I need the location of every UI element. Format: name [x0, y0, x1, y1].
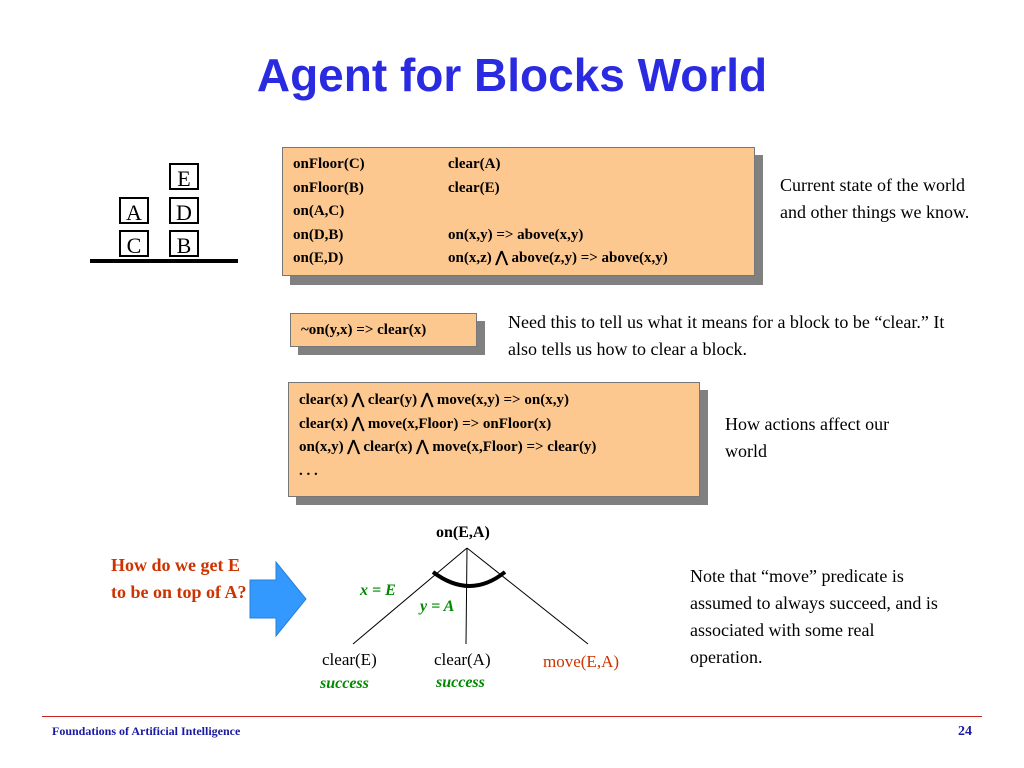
success-label-1: success — [320, 675, 369, 692]
facts-row: on(D,B) on(x,y) => above(x,y) — [283, 224, 754, 248]
page-number: 24 — [958, 724, 972, 739]
facts-left: on(E,D) — [293, 250, 344, 266]
facts-left: onFloor(B) — [293, 179, 364, 196]
block-b: B — [169, 230, 199, 258]
action-note: How actions affect our world — [725, 414, 890, 461]
action-rule: . . . — [299, 462, 318, 479]
clear-box: ~on(y,x) => clear(x) — [290, 313, 477, 347]
tree-edge-left — [352, 547, 468, 645]
facts-row: onFloor(C) clear(A) — [283, 153, 754, 177]
success-label-2: success — [436, 674, 485, 691]
block-a: A — [119, 197, 149, 225]
facts-note: Current state of the world and other thi… — [780, 175, 970, 222]
facts-row: on(A,C) — [283, 200, 754, 224]
floor-line — [90, 259, 238, 263]
facts-left: onFloor(C) — [293, 156, 365, 172]
facts-right: clear(E) — [448, 179, 500, 196]
action-rule: on(x,y) ⋀ clear(x) ⋀ move(x,Floor) => cl… — [299, 439, 597, 455]
proof-tree — [352, 547, 589, 645]
and-arc — [431, 570, 507, 588]
tree-edge-middle — [465, 547, 468, 645]
tree-leaf-clear-a: clear(A) — [434, 650, 491, 669]
tree-leaf-clear-e: clear(E) — [322, 650, 377, 669]
facts-right: clear(A) — [448, 156, 501, 172]
facts-left: on(D,B) — [293, 226, 344, 243]
footer-text: Foundations of Artificial Intelligence — [52, 724, 241, 738]
binding-y: y = A — [420, 598, 455, 615]
facts-row: onFloor(B) clear(E) — [283, 177, 754, 201]
tree-root: on(E,A) — [436, 524, 490, 541]
facts-row: on(E,D) on(x,z) ⋀ above(z,y) => above(x,… — [283, 247, 754, 271]
clear-note: Need this to tell us what it means for a… — [508, 312, 945, 359]
right-arrow-icon — [249, 560, 307, 638]
tree-edge-right — [466, 547, 589, 645]
question-text: How do we get E to be on top of A? — [111, 555, 247, 602]
action-rule: clear(x) ⋀ move(x,Floor) => onFloor(x) — [299, 415, 552, 432]
block-e: E — [169, 163, 199, 191]
action-rule: clear(x) ⋀ clear(y) ⋀ move(x,y) => on(x,… — [299, 392, 569, 408]
action-box: clear(x) ⋀ clear(y) ⋀ move(x,y) => on(x,… — [288, 382, 700, 497]
facts-right: on(x,z) ⋀ above(z,y) => above(x,y) — [448, 250, 668, 266]
footer-divider — [42, 716, 982, 717]
tree-leaf-move: move(E,A) — [543, 652, 620, 671]
facts-right: on(x,y) => above(x,y) — [448, 226, 584, 243]
facts-box: onFloor(C) clear(A) onFloor(B) clear(E) … — [282, 147, 755, 276]
block-c: C — [119, 230, 149, 258]
move-note: Note that “move” predicate is assumed to… — [690, 566, 938, 667]
block-d: D — [169, 197, 199, 225]
slide-title: Agent for Blocks World — [256, 49, 768, 101]
binding-x: x = E — [360, 582, 396, 599]
facts-left: on(A,C) — [293, 203, 345, 219]
